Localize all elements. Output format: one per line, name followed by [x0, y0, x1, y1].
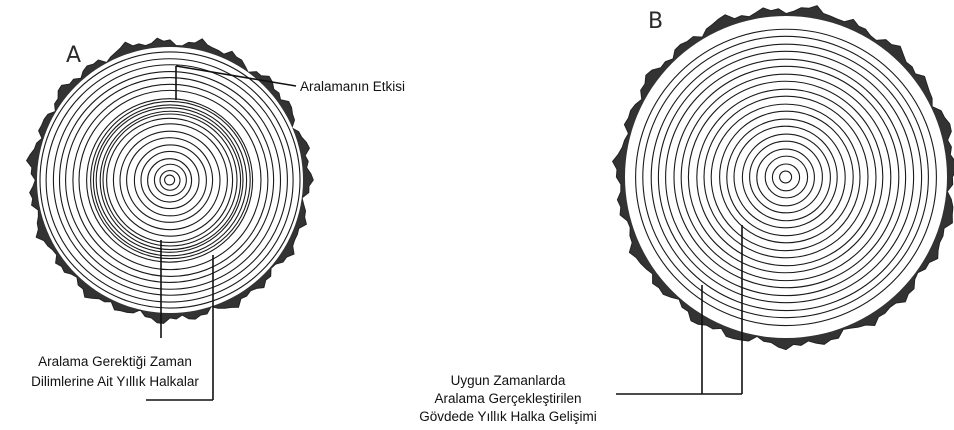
- panel-b-letter: B: [648, 9, 663, 34]
- label-proper-thinning-line3: Gövdede Yıllık Halka Gelişimi: [419, 409, 597, 424]
- label-proper-thinning-line2: Aralama Gerçekleştirilen: [434, 391, 581, 406]
- panel-a: A Aralamanın Etkisi Aralama Gerektiği Za…: [27, 38, 405, 400]
- label-thinning-needed-line2: Dilimlerine Ait Yıllık Halkalar: [31, 374, 199, 389]
- panel-a-letter: A: [66, 43, 81, 68]
- label-thinning-effect: Aralamanın Etkisi: [300, 79, 405, 94]
- label-proper-thinning-line1: Uygun Zamanlarda: [451, 373, 566, 388]
- label-thinning-needed-line1: Aralama Gerektiği Zaman: [38, 354, 192, 369]
- log-cross-section-b: [613, 6, 954, 350]
- panel-b: B Uygun Zamanlarda Aralama Gerçekleştiri…: [419, 6, 954, 424]
- wood-a: [37, 47, 303, 313]
